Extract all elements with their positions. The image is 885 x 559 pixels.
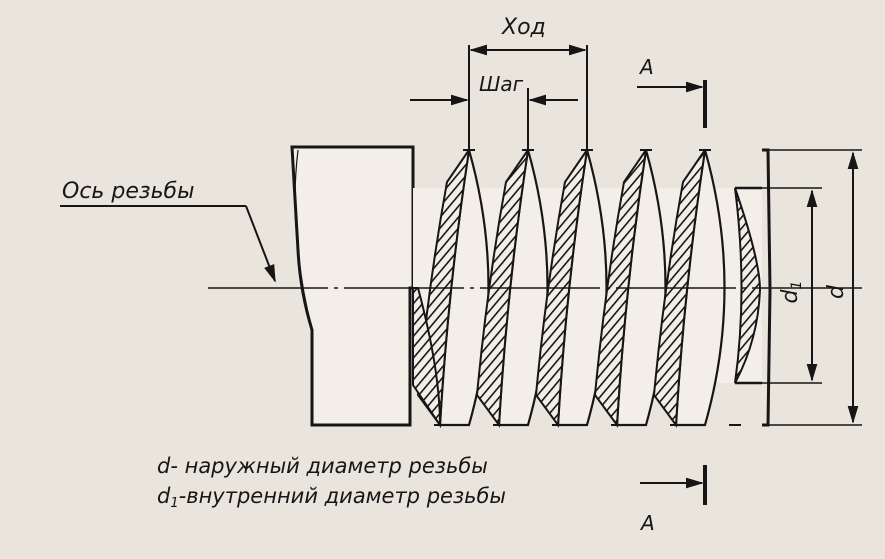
bolt-end-face: [735, 148, 772, 427]
legend-major-diameter: d- наружный диаметр резьбы: [157, 454, 488, 478]
section-label-top: A: [638, 55, 654, 79]
minor-diameter-label: d1: [778, 281, 805, 304]
lead-label: Ход: [501, 15, 546, 40]
bolt-shank: [290, 145, 415, 427]
pitch-dimension: [410, 88, 578, 150]
section-label-bottom: A: [639, 511, 655, 535]
section-marker-top: [637, 80, 707, 128]
legend-minor-diameter: d1-внутренний диаметр резьбы: [157, 484, 506, 511]
axis-leader: [60, 205, 276, 283]
pitch-label: Шаг: [479, 72, 524, 96]
minor-diameter-dimension: [762, 187, 822, 384]
major-diameter-label: d: [824, 284, 849, 299]
axis-label: Ось резьбы: [62, 179, 194, 204]
lead-dimension: [468, 44, 588, 152]
major-diameter-dimension: [768, 149, 862, 426]
section-marker-bottom: [640, 465, 707, 505]
thread-flank-hatch: [734, 187, 762, 384]
